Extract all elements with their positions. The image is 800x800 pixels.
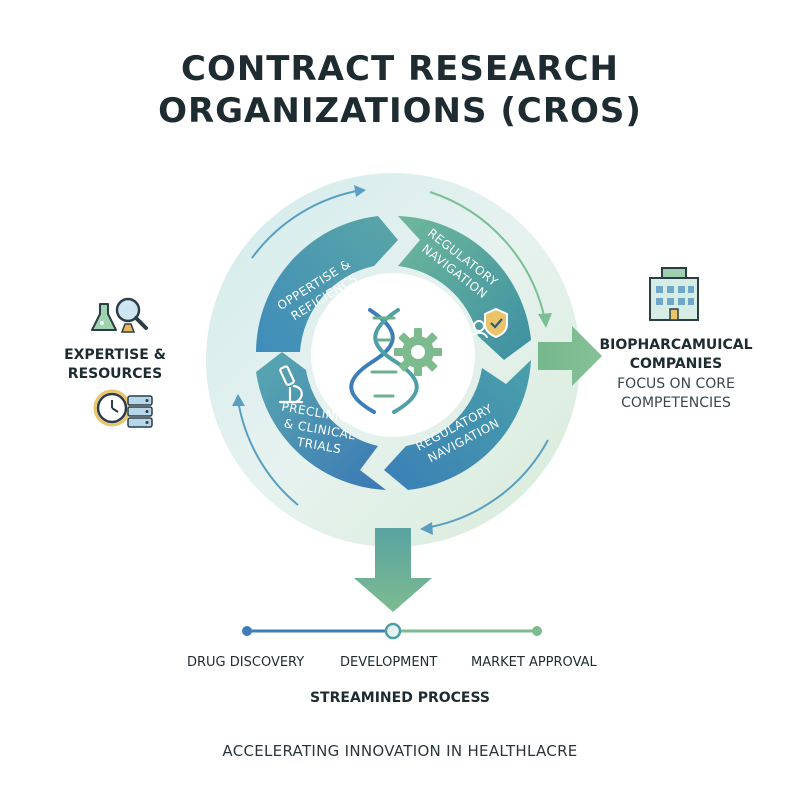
right-panel-title-line-2: COMPANIES	[629, 356, 723, 372]
stage-drug-discovery: DRUG DISCOVERY	[187, 655, 305, 670]
right-panel-sub-line-2: COMPETENCIES	[621, 395, 731, 411]
outer-arc-bottom-head	[420, 522, 433, 535]
gear-icon	[394, 328, 442, 376]
stage-development: DEVELOPMENT	[340, 655, 438, 670]
right-panel-title-line-1: BIOPHARCAMUICAL	[599, 337, 753, 353]
segment-expertise	[256, 216, 398, 352]
outer-arc-top-head	[354, 185, 366, 197]
timeline-dot-discovery	[242, 626, 252, 636]
outer-arc-right	[429, 191, 546, 321]
right-flow-arrow	[538, 326, 602, 386]
dna-icon	[349, 308, 419, 414]
outer-arc-left-head	[232, 394, 245, 406]
left-panel-line-1: EXPERTISE &	[64, 347, 166, 363]
right-panel-title: BIOPHARCAMUICAL COMPANIES	[596, 336, 756, 374]
segment-trials	[256, 352, 386, 490]
title-line-1: CONTRACT RESEARCH	[181, 49, 619, 89]
timeline-dot-approval	[532, 626, 542, 636]
page-title: CONTRACT RESEARCH ORGANIZATIONS (CROS)	[0, 48, 800, 132]
outer-arc-top	[251, 189, 363, 259]
server-icon	[127, 395, 153, 428]
outer-arc-bottom	[424, 439, 549, 529]
process-caption: STREAMINED PROCESS	[309, 690, 491, 706]
timeline-dot-development	[384, 622, 402, 640]
left-panel-line-2: RESOURCES	[67, 366, 163, 382]
building-icon	[649, 267, 699, 321]
down-flow-arrow	[354, 528, 432, 612]
outer-arc-right-head	[538, 313, 552, 328]
shield-check-icon	[470, 307, 508, 339]
footer-tagline: ACCELERATING INNOVATION IN HEALTHLACRE	[222, 742, 578, 760]
title-line-2: ORGANIZATIONS (CROS)	[158, 91, 642, 131]
clock-icon	[93, 389, 131, 427]
segment-regulatory-bottom	[384, 360, 531, 490]
magnifier-icon	[115, 297, 148, 333]
outer-arc-left	[237, 399, 299, 506]
microscope-icon	[278, 365, 304, 404]
right-panel-sub-line-1: FOCUS ON CORE	[617, 376, 735, 392]
lab-flask-icon	[91, 303, 117, 331]
stage-market-approval: MARKET APPROVAL	[471, 655, 597, 670]
left-panel-label: EXPERTISE & RESOURCES	[55, 346, 175, 384]
right-panel-subtitle: FOCUS ON CORE COMPETENCIES	[596, 375, 756, 413]
